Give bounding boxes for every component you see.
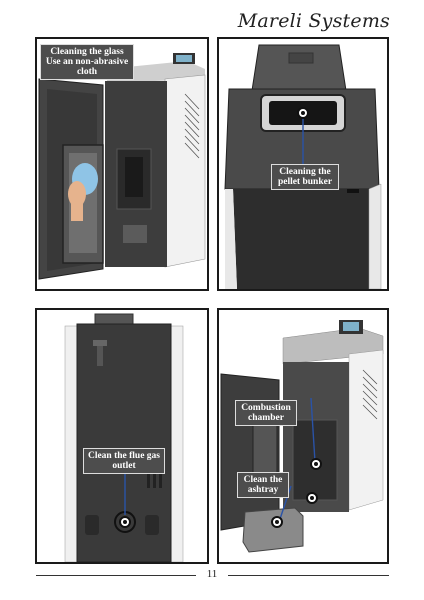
illustration-combustion-ashtray: Combustion chamber Clean the ashtray	[217, 308, 389, 564]
label-cleaning-glass: Cleaning the glass Use an non-abrasive c…	[40, 44, 134, 80]
page-number: 11	[206, 568, 218, 580]
stove-open-door-illustration	[38, 53, 206, 280]
stove-top-open-illustration	[224, 44, 382, 289]
marker-dot	[119, 516, 131, 528]
marker-dot	[271, 516, 283, 528]
footer-rule-right	[228, 575, 389, 576]
footer-rule-left	[36, 575, 196, 576]
label-ashtray: Clean the ashtray	[237, 472, 289, 498]
marker-dot	[297, 107, 309, 119]
brand-logo: Mareli Systems	[237, 10, 390, 32]
illustration-cleaning-glass: Cleaning the glass Use an non-abrasive c…	[35, 37, 209, 291]
label-flue-gas-outlet: Clean the flue gas outlet	[83, 448, 165, 474]
marker-dot	[310, 458, 322, 470]
label-pellet-bunker: Cleaning the pellet bunker	[271, 164, 339, 190]
label-combustion-chamber: Combustion chamber	[235, 400, 297, 426]
marker-dot	[306, 492, 318, 504]
illustration-flue-gas-outlet: Clean the flue gas outlet	[35, 308, 209, 564]
stove-open-chamber-illustration	[220, 320, 384, 553]
illustration-pellet-bunker: Cleaning the pellet bunker	[217, 37, 389, 291]
